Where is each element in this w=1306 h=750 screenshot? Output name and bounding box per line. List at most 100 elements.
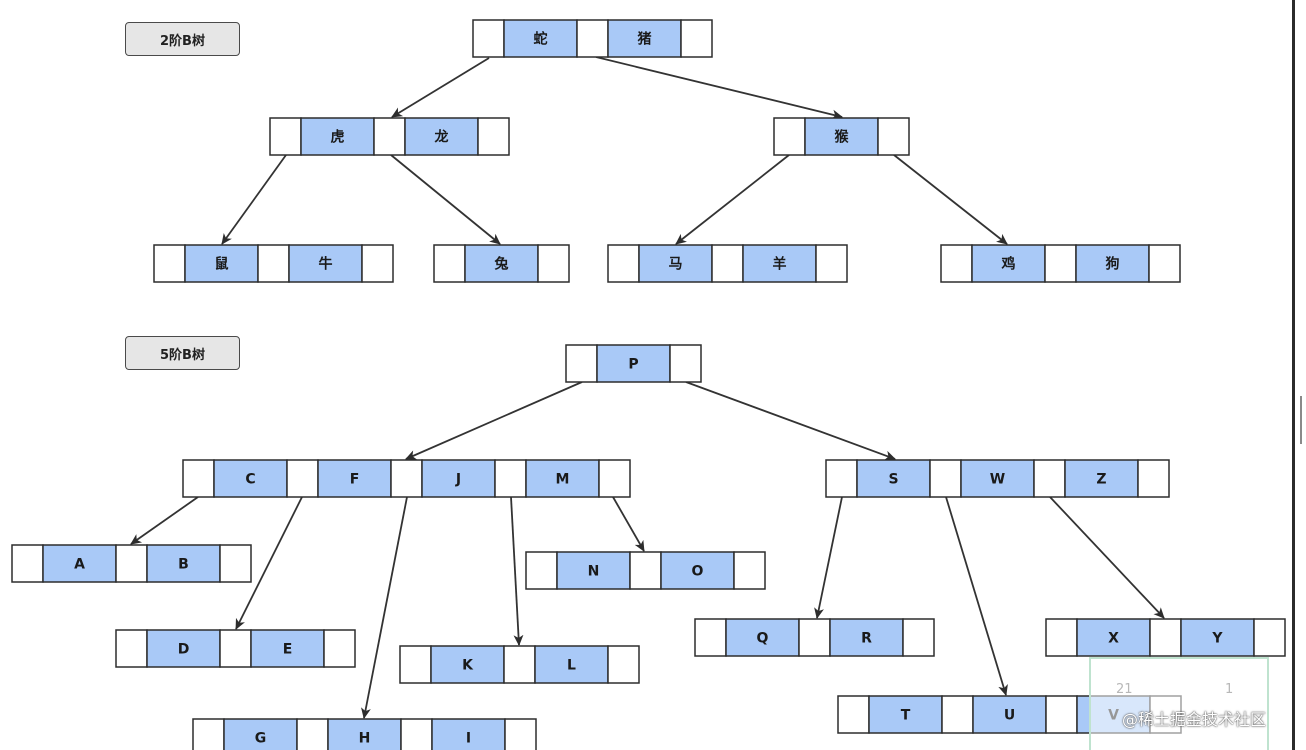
child-pointer-slot (877, 117, 910, 156)
child-pointer-slot (1044, 244, 1077, 283)
key-cell (868, 695, 943, 734)
child-pointer-slot (390, 459, 423, 498)
key-cell (960, 459, 1035, 498)
child-pointer-slot (373, 117, 406, 156)
child-pointer-slot (286, 459, 319, 498)
key-cell (213, 459, 288, 498)
key-cell (431, 718, 506, 750)
key-cell (430, 645, 505, 684)
key-label: S (888, 472, 898, 488)
child-pointer-slot (219, 544, 252, 583)
order5-label: 5阶B树 (125, 336, 240, 370)
child-pointer-slot (296, 718, 329, 750)
child-pointer-slot (940, 244, 973, 283)
scrollbar-thumb[interactable] (1300, 396, 1302, 444)
child-pointer-slot (1137, 459, 1170, 498)
child-pointer-slot (1148, 244, 1181, 283)
child-pointer-slot (537, 244, 570, 283)
key-cell (317, 459, 392, 498)
tree-edge-n1-to-n2 (391, 57, 490, 118)
child-pointer-slot (1033, 459, 1066, 498)
child-pointer-slot (503, 645, 536, 684)
key-label: M (556, 472, 570, 488)
key-cell (300, 117, 375, 156)
btree-node-n1: 蛇猪 (472, 19, 713, 58)
child-pointer-slot (399, 645, 432, 684)
key-label: F (350, 472, 360, 488)
key-label: D (178, 642, 190, 658)
key-label: X (1108, 631, 1119, 647)
child-pointer-slot (941, 695, 974, 734)
btree-node-n2: 虎龙 (269, 117, 510, 156)
tree-edge-cfjm-to-ghi (361, 496, 408, 719)
key-cell (1064, 459, 1139, 498)
key-label: 兔 (494, 256, 509, 273)
child-pointer-slot (669, 344, 702, 383)
key-cell (607, 19, 682, 58)
child-pointer-slot (525, 551, 558, 590)
key-label: G (255, 731, 267, 747)
key-cell (534, 645, 609, 684)
key-label: W (990, 472, 1005, 488)
window-right-edge (1292, 0, 1295, 750)
tree-edge-cfjm-to-kl (510, 496, 524, 646)
key-label: 狗 (1106, 256, 1120, 273)
tree-edge-swz-to-tuv (945, 496, 1008, 696)
child-pointer-slot (472, 19, 505, 58)
key-label: 鸡 (1001, 256, 1016, 273)
tree-edge-n2-to-n5 (390, 154, 501, 245)
child-pointer-slot (1045, 618, 1078, 657)
child-pointer-slot (773, 117, 806, 156)
key-cell (146, 629, 221, 668)
child-pointer-slot (607, 244, 640, 283)
child-pointer-slot (694, 618, 727, 657)
child-pointer-slot (192, 718, 225, 750)
key-label: 蛇 (534, 31, 548, 48)
child-pointer-slot (400, 718, 433, 750)
key-cell (856, 459, 931, 498)
key-cell (742, 244, 817, 283)
key-cell (971, 244, 1046, 283)
key-label: C (245, 472, 255, 488)
child-pointer-slot (629, 551, 662, 590)
key-label: R (861, 631, 872, 647)
child-pointer-slot (219, 629, 252, 668)
child-pointer-slot (11, 544, 44, 583)
child-pointer-slot (825, 459, 858, 498)
child-pointer-slot (733, 551, 766, 590)
child-pointer-slot (1045, 695, 1078, 734)
key-label: Z (1096, 472, 1106, 488)
key-label: J (455, 472, 461, 488)
btree-node-n6: 马羊 (607, 244, 848, 283)
key-label: K (462, 658, 474, 674)
watermark: @稀土掘金技术社区 (1122, 710, 1267, 729)
key-label: H (359, 731, 371, 747)
key-label: 马 (669, 257, 683, 273)
key-cell (42, 544, 117, 583)
child-pointer-slot (153, 244, 186, 283)
child-pointer-slot (902, 618, 935, 657)
overlay-number-right: 1 (1225, 682, 1234, 697)
key-label: 羊 (773, 256, 787, 273)
key-label: N (588, 564, 600, 580)
tree-edge-n3-to-n6 (675, 154, 790, 245)
child-pointer-slot (798, 618, 831, 657)
tree-edge-n2-to-n4 (221, 154, 287, 245)
key-label: 鼠 (215, 256, 229, 273)
floating-panel (1089, 657, 1269, 750)
btree-node-n7: 鸡狗 (940, 244, 1181, 283)
child-pointer-slot (607, 645, 640, 684)
child-pointer-slot (837, 695, 870, 734)
child-pointer-slot (598, 459, 631, 498)
nodes-layer: 蛇猪虎龙猴鼠牛兔马羊鸡狗PCFJMSWZABDEGHIKLNOQRTUVXY (11, 19, 1286, 750)
child-pointer-slot (182, 459, 215, 498)
key-label: 虎 (331, 129, 345, 146)
btree-node-n4: 鼠牛 (153, 244, 394, 283)
edges-layer (130, 56, 1165, 719)
